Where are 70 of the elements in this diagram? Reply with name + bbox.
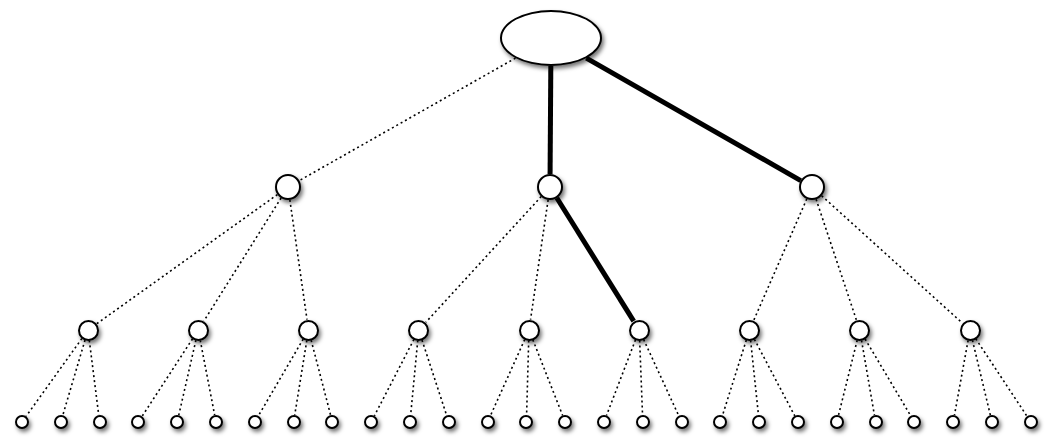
tree-node-circle [519, 415, 534, 429]
root-ellipse [500, 10, 602, 66]
tree-node-circle [868, 415, 883, 429]
dotted-connector [820, 194, 963, 324]
tree-node-circle [674, 415, 689, 429]
tree-node-circle [187, 319, 209, 341]
dotted-connector [721, 339, 748, 417]
tree-node-circle [15, 415, 29, 429]
tree-node-circle [286, 415, 301, 429]
tree-node-circle [597, 415, 611, 429]
dotted-connector [199, 339, 216, 416]
dotted-connector [753, 338, 796, 417]
dotted-connector [298, 57, 517, 182]
tree-node-circle [298, 319, 319, 341]
tree-node-circle [131, 415, 146, 429]
tree-node-circle [959, 319, 981, 341]
dotted-connector [95, 193, 279, 325]
dotted-connector [953, 339, 969, 416]
tree-node-circle [77, 319, 99, 341]
tree-node-circle [275, 174, 301, 200]
dotted-connector [310, 339, 332, 417]
dotted-connector [489, 338, 526, 417]
dotted-connector [860, 339, 876, 416]
tree-node-circle [537, 174, 563, 200]
dotted-connector [642, 338, 680, 417]
tree-node-circle [53, 415, 68, 429]
thick-connector [554, 196, 636, 323]
tree-node-circle [92, 415, 107, 429]
tree-node-circle [849, 319, 871, 341]
tree-node-circle [907, 415, 922, 429]
dotted-connector [752, 198, 808, 322]
dotted-connector [532, 338, 564, 417]
thick-connector [547, 66, 554, 174]
tree-node-circle [170, 415, 185, 429]
dotted-connector [864, 338, 912, 417]
tree-node-circle [635, 415, 650, 429]
dotted-connector [975, 337, 1028, 417]
tree-node-circle [408, 319, 430, 341]
dotted-connector [837, 339, 858, 416]
dotted-connector [62, 339, 86, 417]
dotted-connector [177, 339, 197, 416]
dotted-connector [289, 199, 308, 321]
dotted-connector [529, 199, 549, 321]
tree-node-circle [791, 415, 805, 429]
tree-node-circle [946, 415, 961, 429]
tree-node-circle [752, 415, 767, 429]
tree-node-circle [364, 415, 379, 429]
tree-node-circle [628, 319, 650, 341]
dotted-connector [815, 198, 858, 321]
tree-node-circle [558, 415, 573, 429]
tree-node-circle [403, 415, 417, 429]
tree-node-circle [247, 415, 262, 429]
tree-node-circle [799, 174, 825, 200]
thick-connector [585, 56, 802, 183]
tree-node-circle [518, 319, 540, 341]
dotted-connector [141, 338, 194, 417]
tree-node-circle [441, 415, 456, 429]
tree-node-circle [829, 415, 844, 429]
dotted-connector [605, 339, 637, 417]
tree-node-circle [985, 415, 999, 429]
tree-node-circle [1023, 415, 1038, 429]
dotted-connector [257, 338, 304, 417]
tree-node-circle [325, 415, 340, 429]
tree-node-circle [480, 415, 495, 429]
dotted-connector [971, 339, 992, 416]
tree-node-circle [209, 415, 223, 429]
tree-node-circle [713, 415, 728, 429]
dotted-connector [293, 339, 308, 416]
dotted-connector [425, 195, 542, 324]
tree-node-circle [739, 319, 760, 341]
